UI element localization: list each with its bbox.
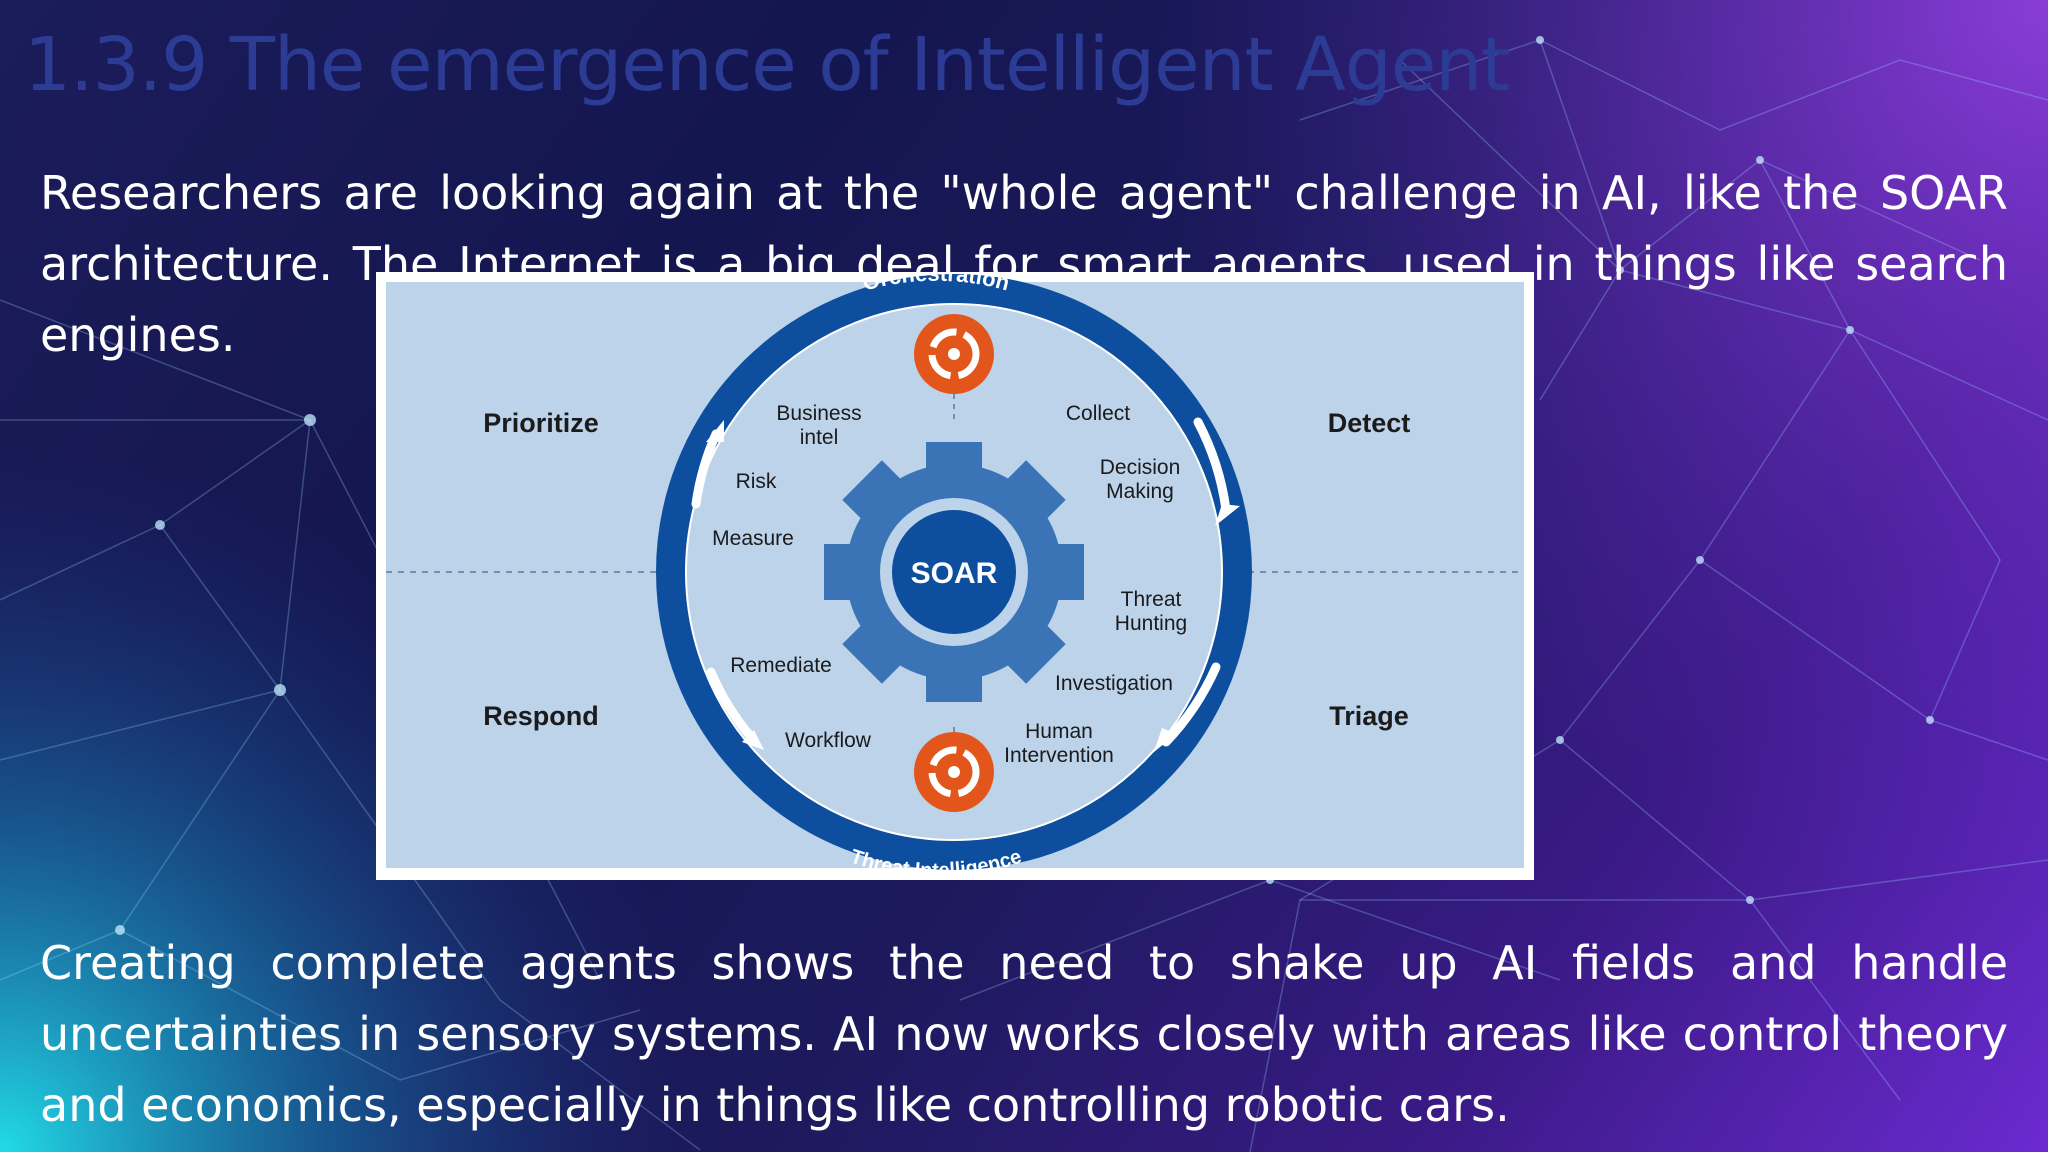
item-threat-hunting-line-2: Hunting xyxy=(1115,612,1187,635)
item-remediate: Remediate xyxy=(730,654,832,677)
item-human-intervention-line-2: Intervention xyxy=(1004,744,1114,767)
outer-ring xyxy=(656,274,1252,870)
soar-diagram: Orchestration Threat Intelligence SOAR xyxy=(376,272,1534,880)
quadrant-respond: Respond xyxy=(483,701,599,731)
item-decision-making-line-1: Decision xyxy=(1100,456,1181,479)
item-human-intervention-line-1: Human xyxy=(1025,720,1093,743)
soar-logo-icon-bottom xyxy=(914,732,994,812)
soar-hub xyxy=(892,510,1016,634)
item-investigation: Investigation xyxy=(1055,672,1173,695)
item-collect: Collect xyxy=(1066,402,1130,425)
item-business-intel-line-2: intel xyxy=(800,426,839,449)
closing-paragraph: Creating complete agents shows the need … xyxy=(40,936,2008,1132)
inner-ring-edge xyxy=(685,303,1223,841)
quadrant-triage: Triage xyxy=(1329,701,1409,731)
soar-diagram-graphic: Orchestration Threat Intelligence SOAR xyxy=(386,272,1524,880)
item-business-intel-line-1: Business xyxy=(776,402,861,425)
item-decision-making-line-2: Making xyxy=(1106,480,1174,503)
ring-arrow-heads xyxy=(706,420,1240,752)
item-risk: Risk xyxy=(736,470,777,493)
intro-paragraph: Researchers are looking again at the "wh… xyxy=(40,166,2008,362)
soar-hub-label: SOAR xyxy=(911,557,998,590)
quadrant-detect: Detect xyxy=(1328,408,1411,438)
item-threat-hunting-line-1: Threat xyxy=(1121,588,1182,611)
item-workflow: Workflow xyxy=(785,729,872,752)
slide-title: 1.3.9 The emergence of Intelligent Agent xyxy=(24,22,1510,108)
quadrant-prioritize: Prioritize xyxy=(483,408,599,438)
soar-logo-icon-top xyxy=(914,314,994,394)
item-measure: Measure xyxy=(712,527,794,550)
